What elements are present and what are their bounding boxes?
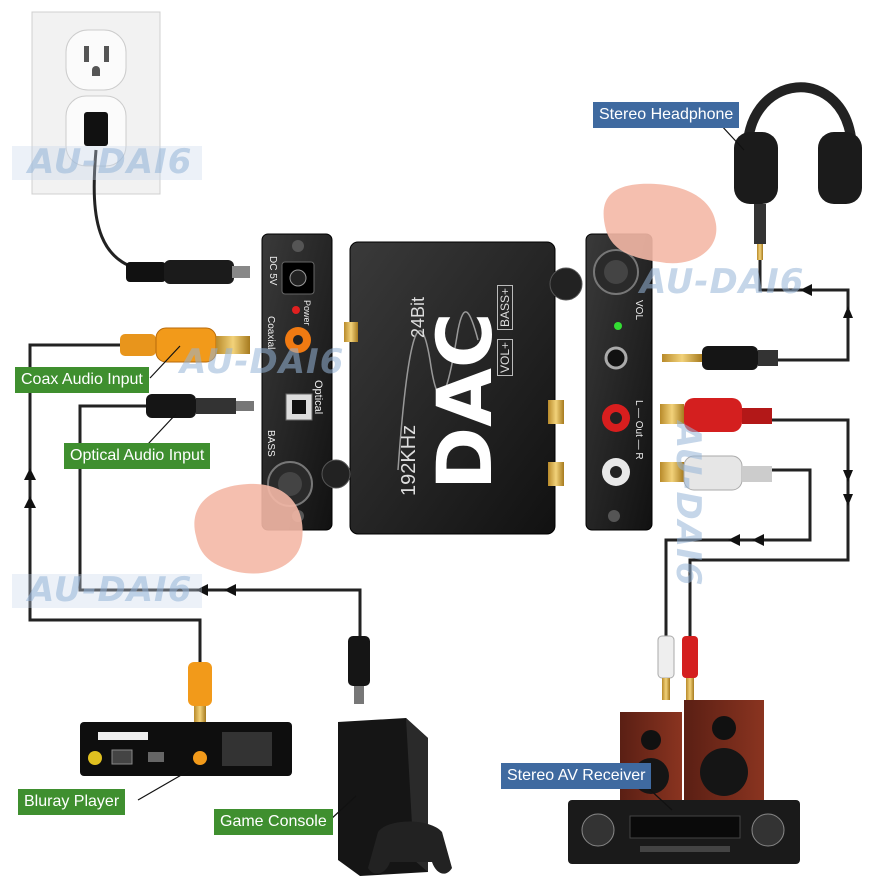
arrow-left-icon: [196, 584, 208, 596]
dac-left-panel: [261, 233, 333, 531]
cables: [28, 149, 850, 665]
watermark: AU-DAI6: [28, 142, 193, 182]
game-console: [338, 636, 452, 876]
rca-out-plugs: [657, 398, 772, 700]
arrow-down-icon: [843, 470, 853, 482]
headphone-plug: [662, 346, 778, 370]
vol-knob-label: VOL: [633, 300, 644, 321]
watermark: AU-DAI6: [28, 570, 193, 610]
flow-arrows: [24, 284, 853, 596]
coaxial-port-label: Coaxial: [265, 316, 276, 350]
bass-badge: BASS+: [497, 284, 513, 330]
dac-right-panel: [585, 233, 653, 531]
watermark-band: [12, 574, 202, 608]
optical-plug: [146, 394, 254, 418]
arrow-up-icon: [843, 306, 853, 318]
headphone-label: Stereo Headphone: [593, 102, 740, 128]
bass-knob-label: BASS: [265, 430, 276, 457]
watermark: AU-DAI6: [668, 422, 708, 587]
watermark: AU-DAI6: [640, 262, 805, 302]
arrow-up-icon: [24, 496, 36, 508]
dac-main-body: [321, 241, 583, 535]
hands: [194, 183, 717, 574]
power-plug: [126, 260, 250, 284]
bluray-player: [80, 662, 292, 776]
sample-rate-text: 192KHz: [398, 424, 420, 496]
arrow-down-icon: [843, 494, 853, 506]
power-led-label: Power: [302, 300, 312, 326]
watermark-band: [12, 146, 202, 180]
rca-out-label: L — Out — R: [633, 400, 644, 460]
watermark: AU-DAI6: [180, 342, 345, 382]
dac-logo-text: DAC: [420, 312, 509, 490]
av-receiver: [568, 800, 800, 864]
headphones: [734, 82, 862, 260]
optical-input-label: Optical Audio Input: [64, 443, 211, 469]
bluray-label: Bluray Player: [18, 789, 126, 815]
game-console-label: Game Console: [214, 809, 333, 835]
arrow-up-icon: [24, 468, 36, 480]
coax-input-label: Coax Audio Input: [15, 367, 149, 393]
arrow-left-icon: [800, 284, 812, 296]
arrow-left-icon: [728, 534, 740, 546]
optical-port-label: Optical: [312, 380, 324, 415]
arrow-left-icon: [224, 584, 236, 596]
av-receiver-label: Stereo AV Receiver: [501, 763, 652, 789]
vol-badge: VOL+: [497, 338, 513, 376]
bit-depth-text: 24Bit: [408, 296, 428, 338]
dc-port-label: DC 5V: [267, 256, 278, 286]
arrow-left-icon: [752, 534, 764, 546]
